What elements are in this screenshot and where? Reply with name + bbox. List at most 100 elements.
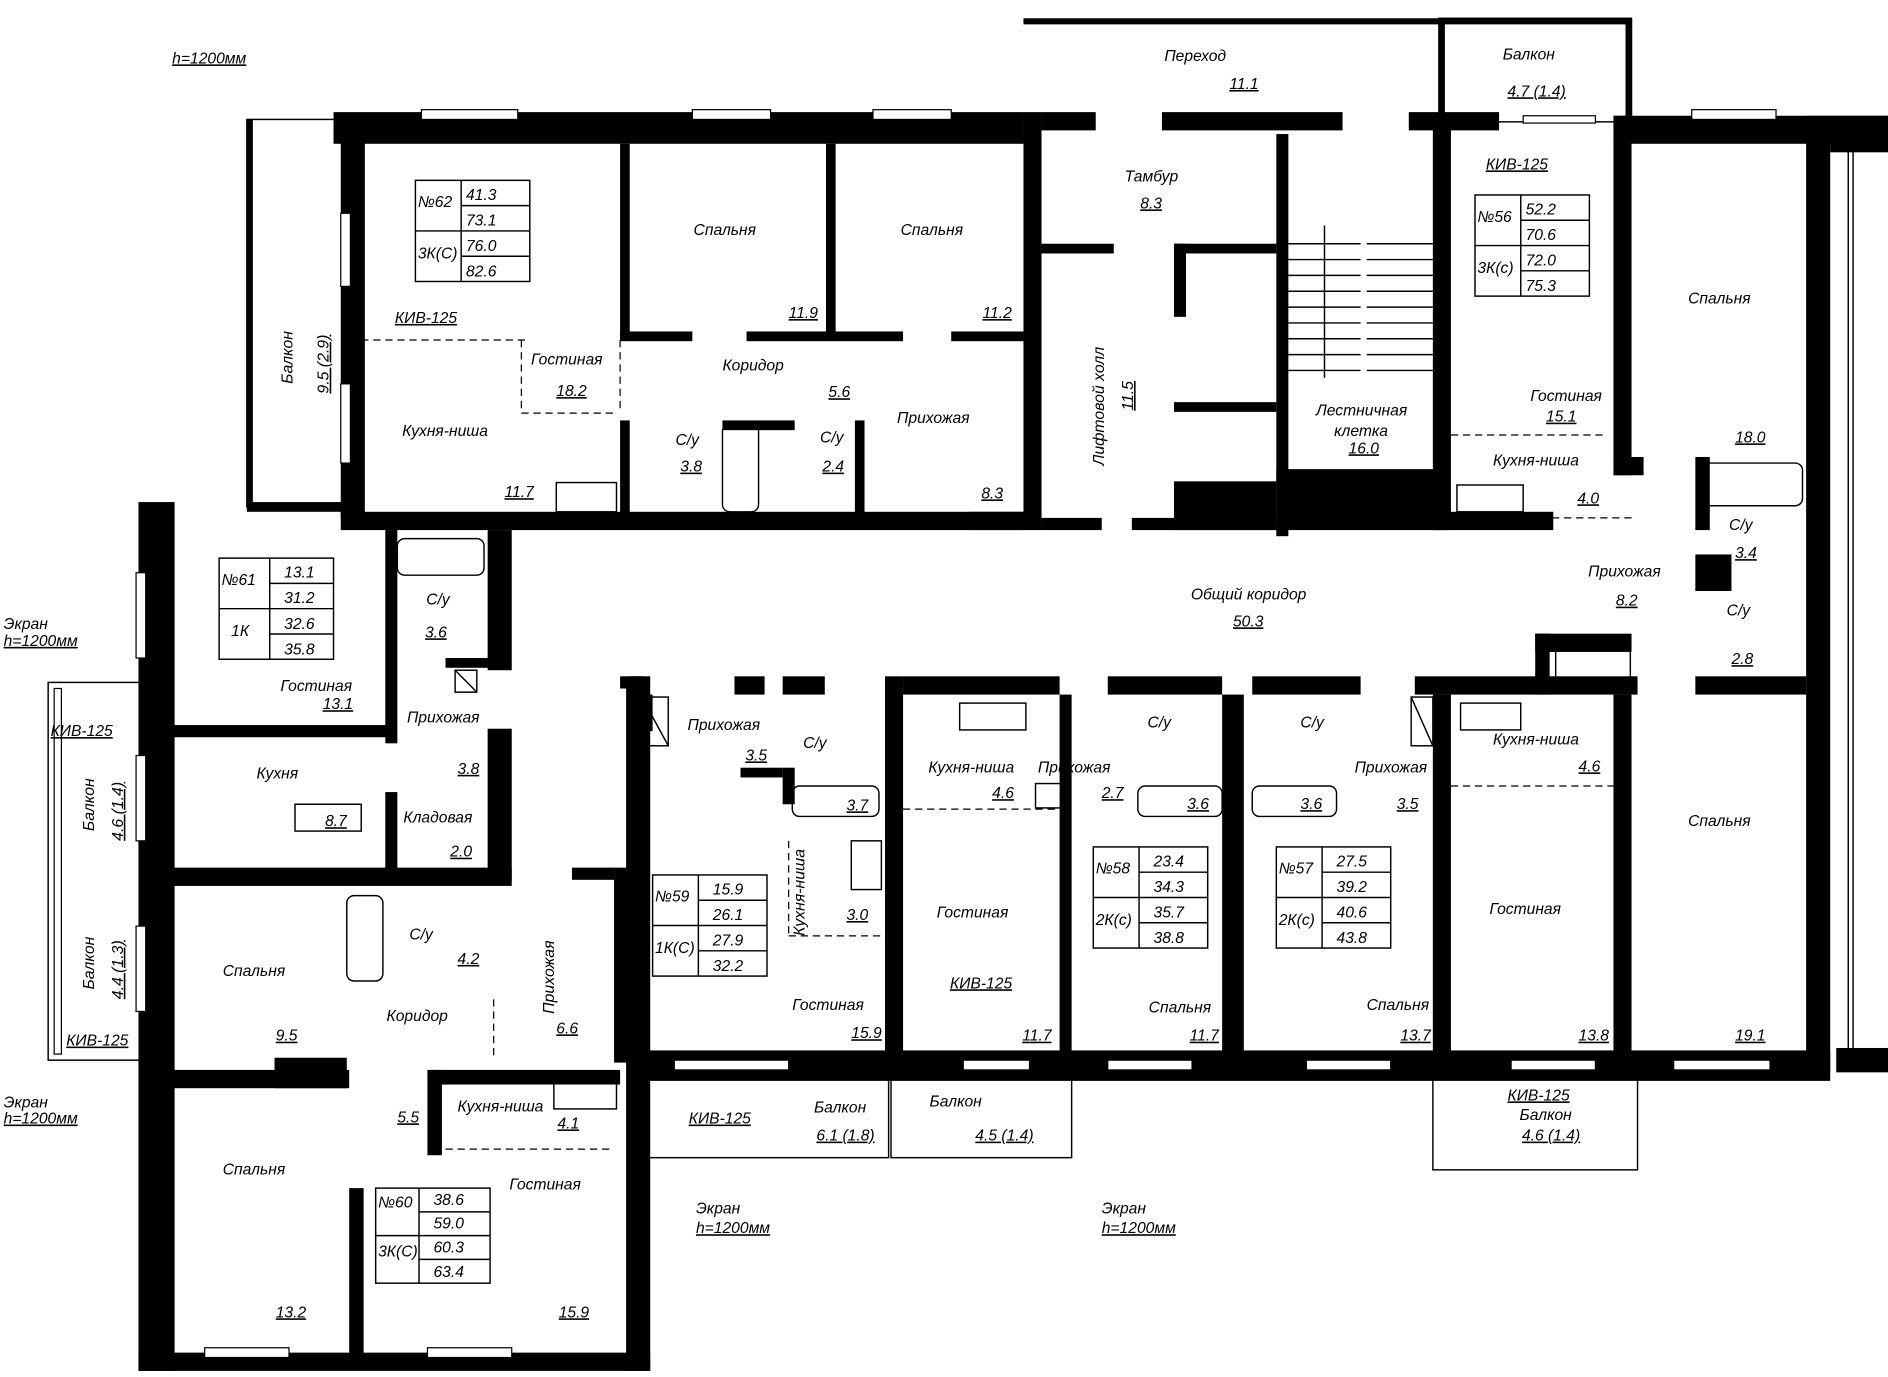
area-gross: 32.2 xyxy=(713,958,744,975)
window xyxy=(340,383,351,464)
room-label: Гостиная xyxy=(1489,901,1561,918)
apartment-number: №62 xyxy=(418,194,453,211)
room-area: 2.4 xyxy=(821,459,844,476)
window xyxy=(872,109,952,121)
room-area: 8.2 xyxy=(1616,593,1638,610)
apartment-table-60: №60 3К(С) 38.6 59.0 60.3 63.4 xyxy=(374,1187,491,1284)
kiv-label: КИВ-125 xyxy=(51,723,113,740)
wall xyxy=(740,767,783,778)
wall xyxy=(1695,456,1710,531)
room-area: 4.2 xyxy=(458,951,480,968)
room-area: 19.1 xyxy=(1735,1028,1765,1045)
wall xyxy=(638,1050,1831,1081)
apartment-number: №61 xyxy=(222,572,256,589)
area-total-balcony: 60.3 xyxy=(433,1240,464,1257)
room-label: С/у xyxy=(1300,714,1325,731)
apartment-type: 3К(с) xyxy=(1477,260,1513,277)
wall xyxy=(1613,115,1632,476)
window xyxy=(135,925,147,1013)
area-living: 41.3 xyxy=(466,187,497,204)
wall xyxy=(1695,554,1732,592)
window xyxy=(1522,115,1597,124)
apartment-number: №60 xyxy=(378,1195,413,1212)
room-area: 11.7 xyxy=(505,484,536,501)
room-label: С/у xyxy=(675,432,700,449)
screen-label: Экран xyxy=(696,1201,741,1218)
room-area: 2.7 xyxy=(1101,785,1125,802)
stove-icon xyxy=(294,803,362,832)
screen-height: h=1200мм xyxy=(4,1110,78,1127)
window xyxy=(426,1347,513,1359)
room-label: Кухня-ниша xyxy=(928,760,1014,777)
note-top-h: h=1200мм xyxy=(172,50,246,67)
area-total: 31.2 xyxy=(284,590,315,607)
room-area: 15.9 xyxy=(851,1025,882,1042)
area-gross: 38.8 xyxy=(1154,930,1185,947)
room-area: 9.5 (2.9) xyxy=(316,335,333,394)
wall xyxy=(1432,694,1451,1061)
wall xyxy=(1059,694,1072,1061)
wall xyxy=(571,867,615,880)
wall xyxy=(385,530,398,744)
kiv-label: КИВ-125 xyxy=(689,1110,751,1127)
room-area: 11.7 xyxy=(1022,1028,1053,1045)
fixtures xyxy=(294,225,1804,1110)
room-label: Кладовая xyxy=(403,809,473,826)
balcony-outline xyxy=(1847,133,1854,1061)
area-living: 13.1 xyxy=(284,565,314,582)
wall xyxy=(626,676,651,1371)
vent-shaft-icon xyxy=(1410,696,1434,747)
window xyxy=(340,212,351,287)
wall xyxy=(722,420,795,431)
wall xyxy=(487,530,512,671)
window xyxy=(135,754,147,842)
apartment-type: 3К(С) xyxy=(418,245,458,262)
window xyxy=(1673,1059,1771,1071)
room-balcony-top: Балкон xyxy=(1503,47,1556,64)
room-area: 4.5 (1.4) xyxy=(975,1128,1033,1145)
wall xyxy=(1041,517,1102,531)
stove-icon xyxy=(555,481,618,513)
room-area: 3.6 xyxy=(1300,796,1322,813)
room-label: Спальня xyxy=(694,222,757,239)
room-label: Гостиная xyxy=(509,1176,581,1193)
room-area: 13.1 xyxy=(323,696,353,713)
room-label: Кухня-ниша xyxy=(1493,731,1579,748)
apartment-type: 2К(с) xyxy=(1278,912,1315,929)
area-total: 59.0 xyxy=(433,1215,464,1232)
balcony-outline xyxy=(1432,1071,1639,1171)
room-area: 6.6 xyxy=(556,1020,578,1037)
apartment-type: 2К(с) xyxy=(1095,912,1132,929)
apartment-number: №59 xyxy=(655,889,690,906)
room-stairs-area: 16.0 xyxy=(1349,440,1380,457)
stove-icon xyxy=(553,1078,618,1110)
kiv-label: КИВ-125 xyxy=(1486,156,1548,173)
room-label: Гостиная xyxy=(531,351,603,368)
screen-label: Экран xyxy=(4,616,49,633)
room-label: Коридор xyxy=(387,1008,449,1025)
wall xyxy=(1613,694,1632,1067)
balcony-outline xyxy=(1438,17,1633,123)
area-total: 70.6 xyxy=(1526,227,1557,244)
room-area: 5.5 xyxy=(397,1109,419,1126)
apartment-table-59: №59 1К(С) 15.9 26.1 27.9 32.2 xyxy=(651,874,768,977)
wall xyxy=(826,143,836,339)
apartment-type: 1К xyxy=(231,623,250,640)
room-label: Кухня xyxy=(256,766,298,783)
wall xyxy=(1041,112,1096,131)
kiv-label: КИВ-125 xyxy=(66,1032,128,1049)
room-label: Прихожая xyxy=(407,710,480,727)
room-label: Спальня xyxy=(223,963,286,980)
wall xyxy=(1222,694,1244,1061)
wall xyxy=(427,1069,621,1085)
room-label: С/у xyxy=(409,926,434,943)
area-gross: 82.6 xyxy=(466,264,497,281)
room-lift-hall: Лифтовой холл xyxy=(1091,347,1108,467)
vent-shaft-icon xyxy=(454,669,478,693)
kiv-label: КИВ-125 xyxy=(395,310,457,327)
room-area: 8.3 xyxy=(981,485,1003,502)
wall xyxy=(1161,112,1343,131)
area-living: 23.4 xyxy=(1153,853,1185,870)
room-area: 3.6 xyxy=(1187,796,1209,813)
room-area: 4.6 xyxy=(992,785,1014,802)
